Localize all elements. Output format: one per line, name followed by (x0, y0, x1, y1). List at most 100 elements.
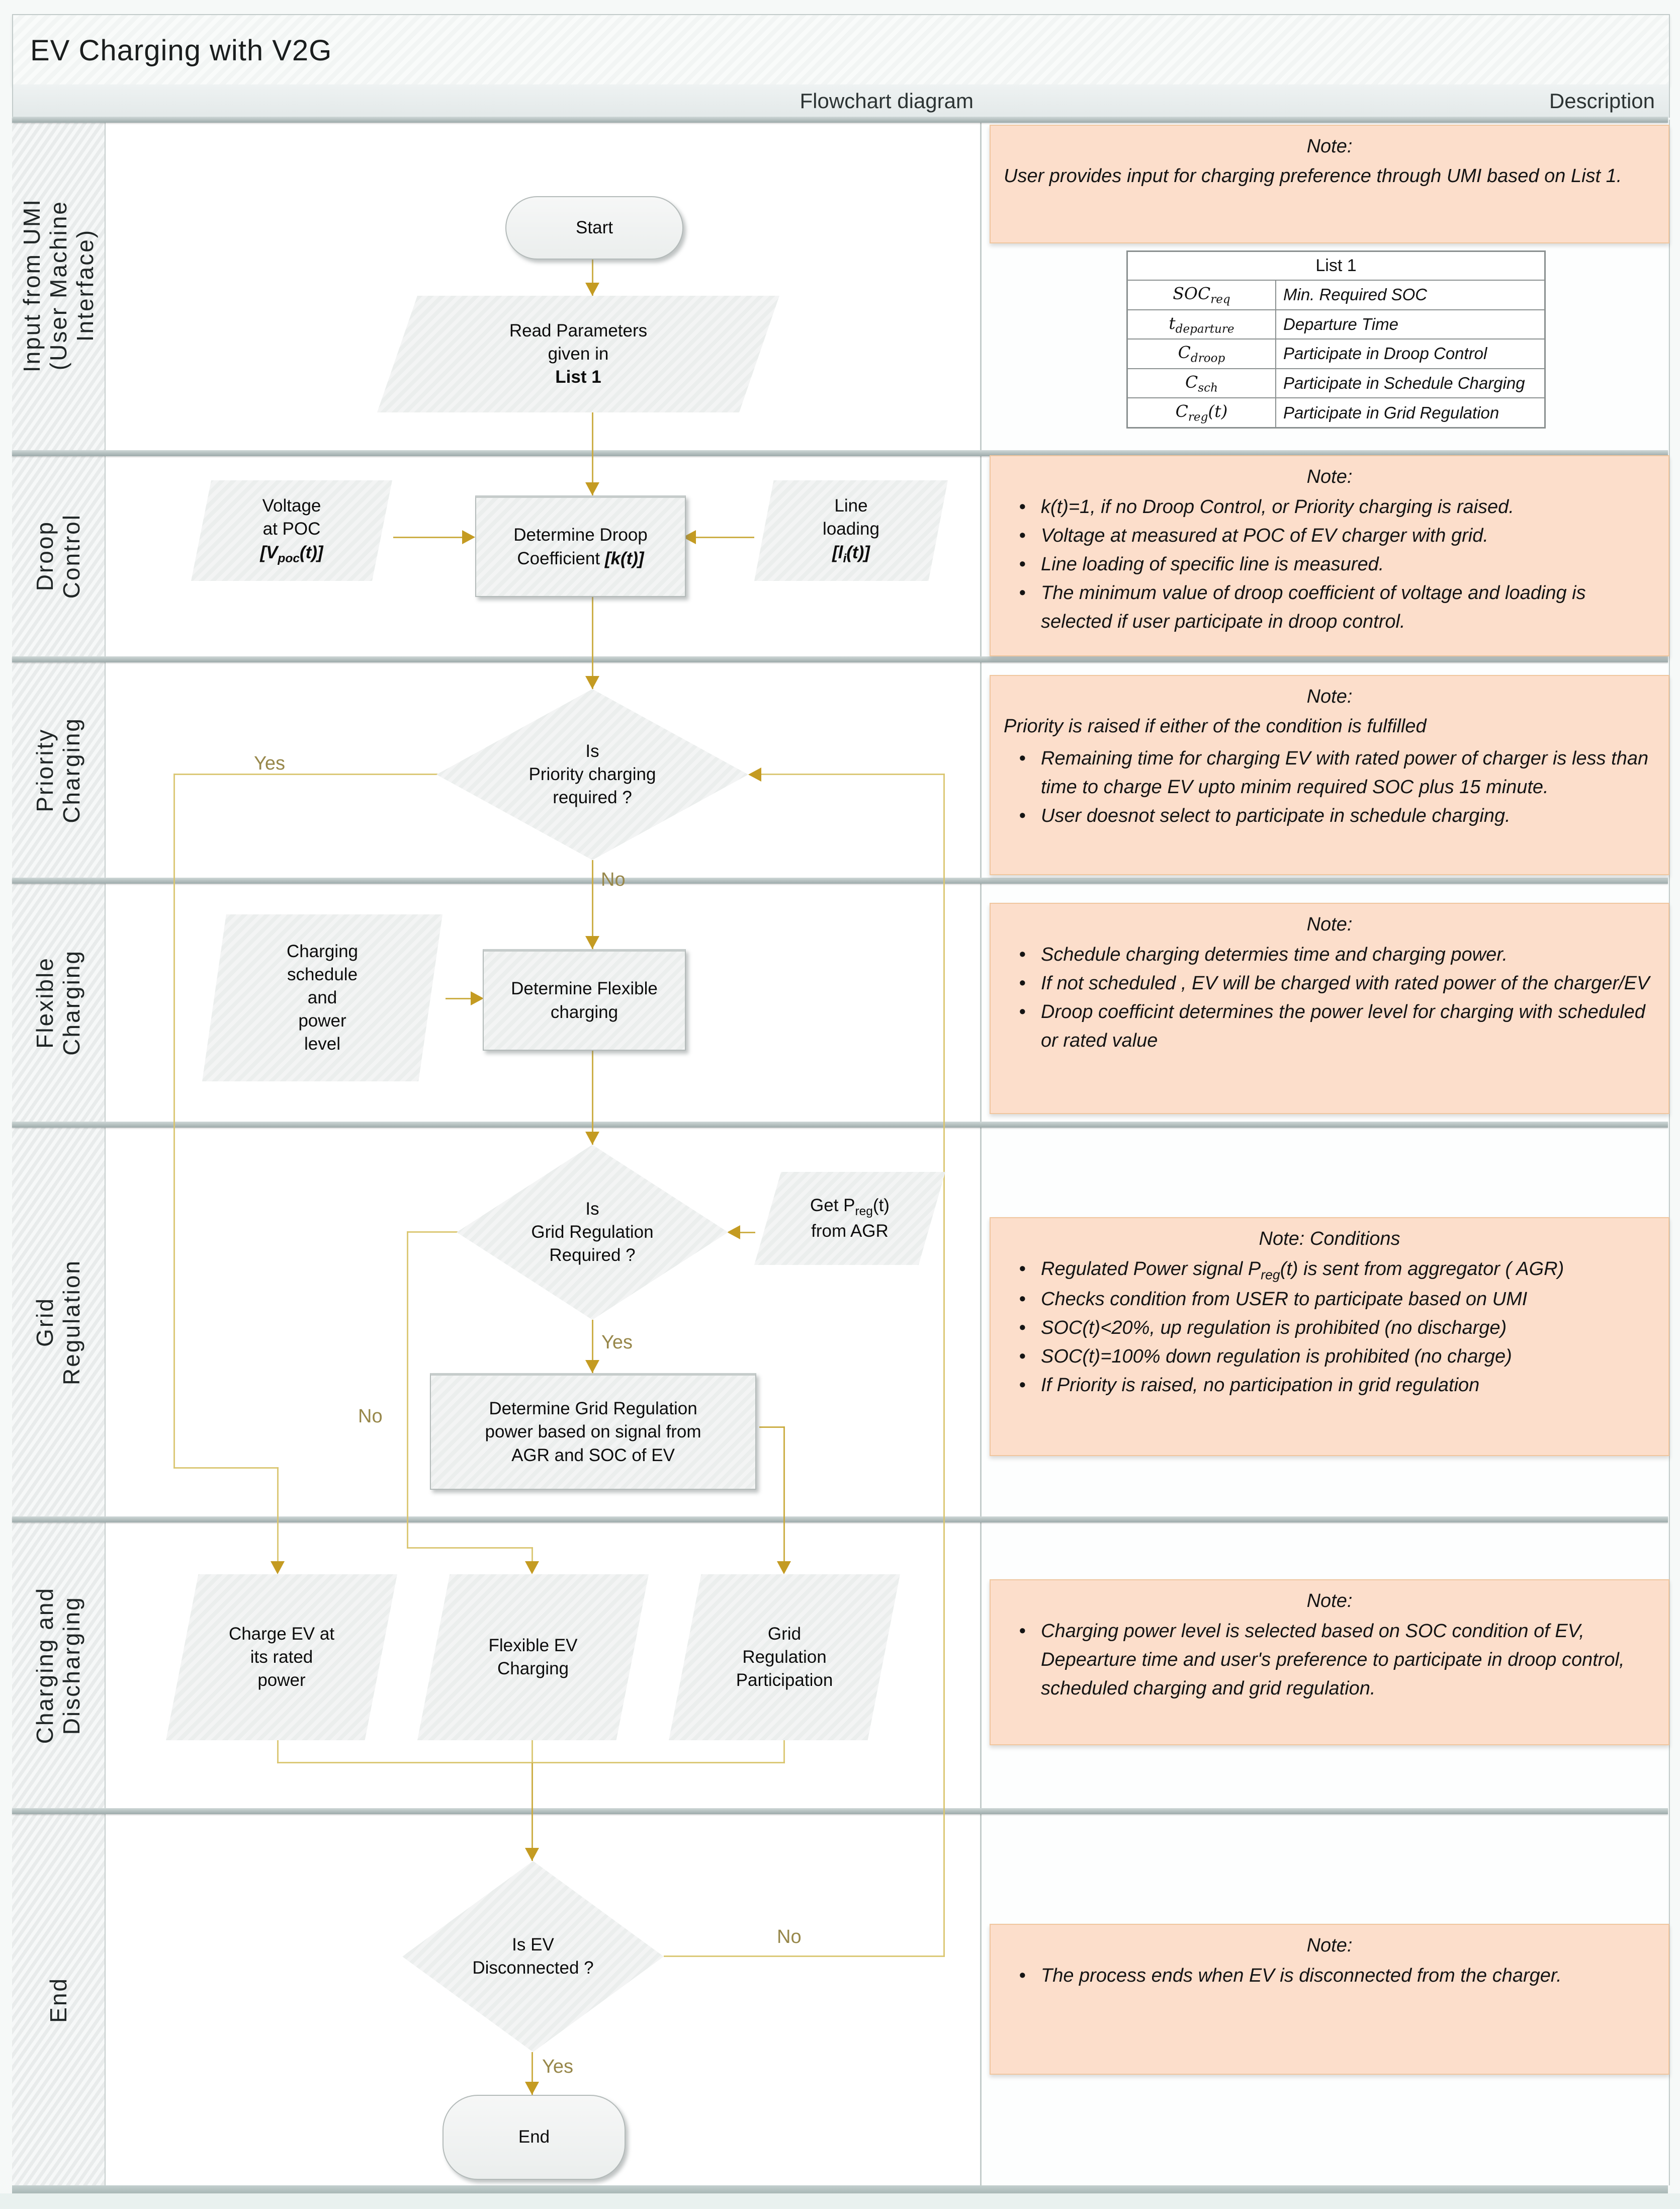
lane-label-column (12, 120, 106, 2185)
lane-flexible-charging: Flexible Charging (32, 950, 84, 1056)
connector-no-path (407, 1231, 458, 1233)
note-priority: Note: Priority is raised if either of th… (990, 675, 1669, 875)
connector (592, 412, 593, 495)
connector-no-return (943, 774, 945, 1957)
arrowhead (748, 768, 761, 782)
note-heading: Note: (1306, 136, 1353, 157)
determine-grid-regulation-process: Determine Grid Regulation power based on… (430, 1373, 756, 1490)
lane-separator (12, 1122, 1668, 1128)
arrowhead (525, 1561, 539, 1574)
description-column-header: Description (1549, 89, 1655, 113)
voltage-poc-io: Voltage at POC [Vpoc(t)] (191, 480, 392, 581)
list1-table: List 1 SOCreq Min. Required SOC tdepartu… (1126, 250, 1546, 429)
label-grid-yes: Yes (601, 1332, 633, 1353)
determine-flexible-process: Determine Flexible charging (483, 949, 686, 1051)
flowchart-column-header: Flowchart diagram (800, 89, 974, 113)
lane-charging-discharging: Charging and Discharging (32, 1586, 84, 1744)
arrowhead (471, 991, 484, 1005)
lane-separator (12, 656, 1668, 662)
connector (277, 1740, 279, 1763)
table-row: Cdroop Participate in Droop Control (1126, 338, 1546, 369)
label-priority-yes: Yes (254, 753, 285, 774)
lane-separator (12, 1808, 1668, 1814)
arrowhead (727, 1225, 740, 1239)
connector-merge (277, 1762, 785, 1763)
table-row: SOCreq Min. Required SOC (1126, 280, 1546, 310)
connector (592, 1320, 593, 1373)
arrowhead (585, 936, 599, 949)
start-terminator: Start (505, 196, 683, 260)
table-row: Csch Participate in Schedule Charging (1126, 368, 1546, 399)
lane-separator (12, 450, 1668, 456)
page-margin (0, 2193, 1680, 2209)
note-end: Note: •The process ends when EV is disco… (990, 1924, 1669, 2075)
arrowhead (585, 283, 599, 296)
grid-regulation-participation-io: Grid Regulation Participation (669, 1574, 900, 1740)
note-umi: Note: User provides input for charging p… (990, 125, 1669, 243)
get-preg-io: Get Preg(t) from AGR (754, 1172, 945, 1265)
connector-no-path (532, 1547, 533, 1562)
bottom-border (12, 2185, 1668, 2193)
note-flexible: Note: •Schedule charging determies time … (990, 903, 1669, 1114)
title-bar: EV Charging with V2G (12, 14, 1670, 86)
connector (592, 1047, 593, 1145)
arrowhead (462, 530, 475, 544)
lane-droop-control: Droop Control (32, 514, 84, 599)
arrowhead (271, 1561, 285, 1574)
connector-yes-path (173, 774, 175, 1468)
connector (592, 860, 593, 949)
flexible-ev-charging-io: Flexible EV Charging (417, 1574, 649, 1740)
connector (783, 1740, 785, 1763)
connector-no-return (664, 1956, 945, 1957)
connector-no-path (407, 1547, 533, 1549)
connector (783, 1426, 785, 1562)
connector-yes-path (277, 1467, 279, 1563)
line-loading-io: Line loading [li(t)] (754, 480, 948, 581)
lane-separator (12, 117, 1668, 123)
arrowhead (525, 2082, 539, 2095)
arrowhead (585, 676, 599, 689)
label-end-yes: Yes (542, 2056, 573, 2077)
note-charging: Note: •Charging power level is selected … (990, 1579, 1669, 1745)
charging-schedule-io: Charging schedule and power level (202, 914, 443, 1081)
connector (532, 1763, 533, 1861)
charge-rated-io: Charge EV at its rated power (166, 1574, 397, 1740)
connector (532, 2052, 533, 2095)
connector (696, 537, 754, 538)
note-body: User provides input for charging prefere… (1004, 165, 1622, 187)
connector (740, 1232, 755, 1233)
lane-grid-regulation: Grid Regulation (32, 1259, 84, 1385)
arrowhead (585, 1360, 599, 1373)
arrowhead (585, 482, 599, 495)
lane-priority-charging: Priority Charging (32, 717, 84, 823)
lane-separator (12, 878, 1668, 884)
lane-input-umi: Input from UMI (User Machine Interface) (18, 198, 98, 373)
description-area (981, 120, 1668, 2185)
connector (592, 593, 593, 689)
connector (393, 537, 464, 538)
table-row: tdeparture Departure Time (1126, 309, 1546, 340)
table-row: Creg(t) Participate in Grid Regulation (1126, 397, 1546, 429)
connector (532, 1740, 533, 1763)
read-parameters-io: Read Parameters given in List 1 (377, 296, 779, 412)
lane-end: End (45, 1977, 71, 2023)
page-title: EV Charging with V2G (30, 34, 332, 67)
arrowhead (777, 1561, 791, 1574)
note-grid: Note: Conditions •Regulated Power signal… (990, 1217, 1669, 1456)
connector-yes-path (173, 1467, 279, 1469)
connector-yes-path (174, 774, 437, 775)
arrowhead (585, 1132, 599, 1145)
note-droop: Note: •k(t)=1, if no Droop Control, or P… (990, 455, 1669, 656)
list1-title: List 1 (1126, 250, 1546, 281)
end-terminator: End (443, 2095, 626, 2180)
connector (759, 1426, 784, 1428)
connector-no-return (761, 774, 944, 775)
label-priority-no: No (601, 869, 626, 890)
lane-separator (12, 1516, 1668, 1522)
determine-droop-process: Determine Droop Coefficient [k(t)] (475, 495, 686, 597)
label-end-no: No (777, 1926, 802, 1947)
flowchart-area (105, 120, 981, 2185)
column-header-row: Flowchart diagram Description (12, 84, 1670, 118)
connector-no-path (407, 1231, 408, 1548)
